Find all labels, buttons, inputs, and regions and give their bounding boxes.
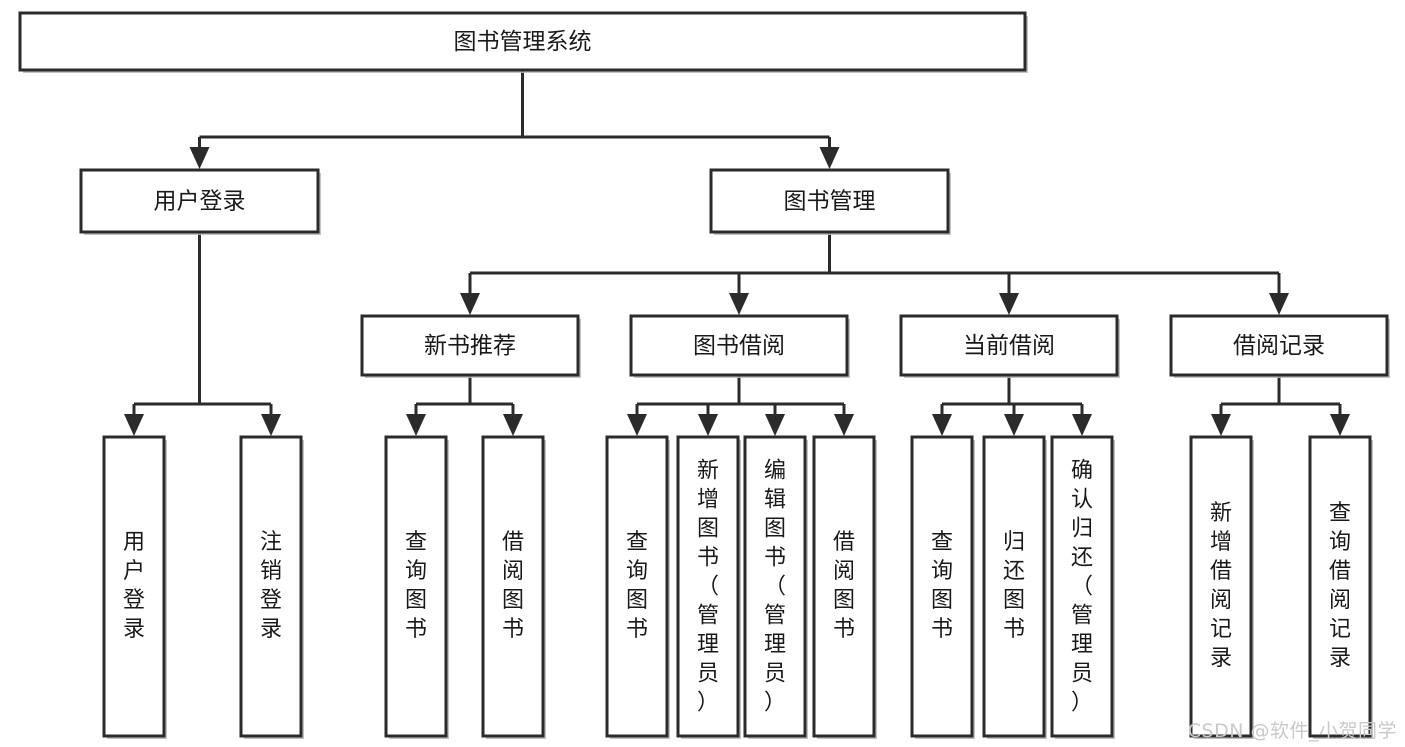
node-leaf-add-book[interactable]: 新增图书（管理员） bbox=[676, 435, 741, 739]
connector-root-to-level2 bbox=[189, 70, 840, 169]
node-label-leaf-query-book-rec: 查询图书 bbox=[405, 530, 427, 642]
node-box-leaf-query-book-rec[interactable] bbox=[384, 435, 448, 738]
node-box-root[interactable] bbox=[18, 11, 1027, 72]
node-label-leaf-user-logout: 注销登录 bbox=[260, 530, 282, 642]
connector-login-to-leaves bbox=[124, 232, 281, 436]
node-root[interactable]: 图书管理系统 bbox=[18, 11, 1028, 73]
node-book-borrow[interactable]: 图书借阅 bbox=[629, 314, 850, 378]
connector-record-to-leaves bbox=[1211, 375, 1350, 436]
node-leaf-add-record[interactable]: 新增借阅记录 bbox=[1189, 435, 1254, 739]
node-borrow-record[interactable]: 借阅记录 bbox=[1169, 314, 1390, 378]
node-label-leaf-query-book-borrow: 查询图书 bbox=[626, 530, 648, 642]
node-label-leaf-confirm-return: 确认归还（管理员） bbox=[1071, 459, 1093, 716]
node-leaf-query-book-rec[interactable]: 查询图书 bbox=[384, 435, 449, 739]
node-layer: 图书管理系统用户登录图书管理新书推荐图书借阅当前借阅借阅记录用户登录注销登录查询… bbox=[18, 11, 1390, 739]
node-label-borrow-record: 借阅记录 bbox=[1233, 333, 1325, 359]
node-box-borrow-record[interactable] bbox=[1169, 314, 1389, 377]
node-box-leaf-user-logout[interactable] bbox=[239, 435, 303, 738]
node-leaf-borrow-book-rec[interactable]: 借阅图书 bbox=[481, 435, 546, 739]
node-leaf-confirm-return[interactable]: 确认归还（管理员） bbox=[1050, 435, 1115, 739]
connector-borrow-to-leaves bbox=[627, 375, 854, 436]
node-current-borrow[interactable]: 当前借阅 bbox=[899, 314, 1120, 378]
node-label-new-book-rec: 新书推荐 bbox=[424, 333, 516, 359]
node-label-leaf-add-record: 新增借阅记录 bbox=[1210, 501, 1232, 671]
node-box-leaf-query-book-current[interactable] bbox=[910, 435, 974, 738]
node-label-leaf-return-book: 归还图书 bbox=[1003, 530, 1025, 642]
node-box-leaf-return-book[interactable] bbox=[982, 435, 1046, 738]
node-label-leaf-query-book-current: 查询图书 bbox=[931, 530, 953, 642]
node-label-book-manage: 图书管理 bbox=[784, 189, 876, 215]
node-leaf-query-record[interactable]: 查询借阅记录 bbox=[1308, 435, 1373, 739]
node-box-leaf-borrow-book-rec[interactable] bbox=[481, 435, 545, 738]
node-new-book-rec[interactable]: 新书推荐 bbox=[360, 314, 581, 378]
node-label-leaf-query-record: 查询借阅记录 bbox=[1329, 501, 1351, 671]
node-box-leaf-add-book[interactable] bbox=[676, 435, 740, 738]
node-leaf-edit-book[interactable]: 编辑图书（管理员） bbox=[743, 435, 808, 739]
node-box-book-borrow[interactable] bbox=[629, 314, 849, 377]
node-box-leaf-confirm-return[interactable] bbox=[1050, 435, 1114, 738]
node-label-leaf-edit-book: 编辑图书（管理员） bbox=[764, 459, 786, 716]
node-leaf-borrow-book[interactable]: 借阅图书 bbox=[812, 435, 877, 739]
node-label-user-login: 用户登录 bbox=[154, 189, 246, 215]
node-box-leaf-query-book-borrow[interactable] bbox=[605, 435, 669, 738]
node-box-leaf-query-record[interactable] bbox=[1308, 435, 1372, 738]
node-leaf-user-login[interactable]: 用户登录 bbox=[102, 435, 167, 739]
node-leaf-query-book-borrow[interactable]: 查询图书 bbox=[605, 435, 670, 739]
connector-current-to-leaves bbox=[932, 375, 1092, 436]
node-box-user-login[interactable] bbox=[79, 168, 320, 234]
connector-manage-to-level3 bbox=[460, 232, 1289, 315]
connector-layer bbox=[124, 70, 1350, 436]
node-label-current-borrow: 当前借阅 bbox=[963, 333, 1055, 359]
node-leaf-user-logout[interactable]: 注销登录 bbox=[239, 435, 304, 739]
node-label-leaf-borrow-book-rec: 借阅图书 bbox=[502, 530, 524, 642]
node-label-book-borrow: 图书借阅 bbox=[693, 333, 785, 359]
node-box-new-book-rec[interactable] bbox=[360, 314, 580, 377]
node-label-leaf-borrow-book: 借阅图书 bbox=[833, 530, 855, 642]
node-label-leaf-add-book: 新增图书（管理员） bbox=[697, 459, 719, 716]
node-box-leaf-add-record[interactable] bbox=[1189, 435, 1253, 738]
node-leaf-query-book-current[interactable]: 查询图书 bbox=[910, 435, 975, 739]
node-label-root: 图书管理系统 bbox=[454, 29, 592, 55]
connector-rec-to-leaves bbox=[406, 375, 523, 436]
node-leaf-return-book[interactable]: 归还图书 bbox=[982, 435, 1047, 739]
node-label-leaf-user-login: 用户登录 bbox=[123, 530, 145, 642]
node-box-leaf-borrow-book[interactable] bbox=[812, 435, 876, 738]
watermark-label: CSDN @软件_小贺同学 bbox=[1187, 720, 1397, 742]
node-box-current-borrow[interactable] bbox=[899, 314, 1119, 377]
node-box-leaf-edit-book[interactable] bbox=[743, 435, 807, 738]
node-user-login[interactable]: 用户登录 bbox=[79, 168, 321, 235]
node-box-book-manage[interactable] bbox=[709, 168, 950, 234]
node-book-manage[interactable]: 图书管理 bbox=[709, 168, 951, 235]
node-box-leaf-user-login[interactable] bbox=[102, 435, 166, 738]
